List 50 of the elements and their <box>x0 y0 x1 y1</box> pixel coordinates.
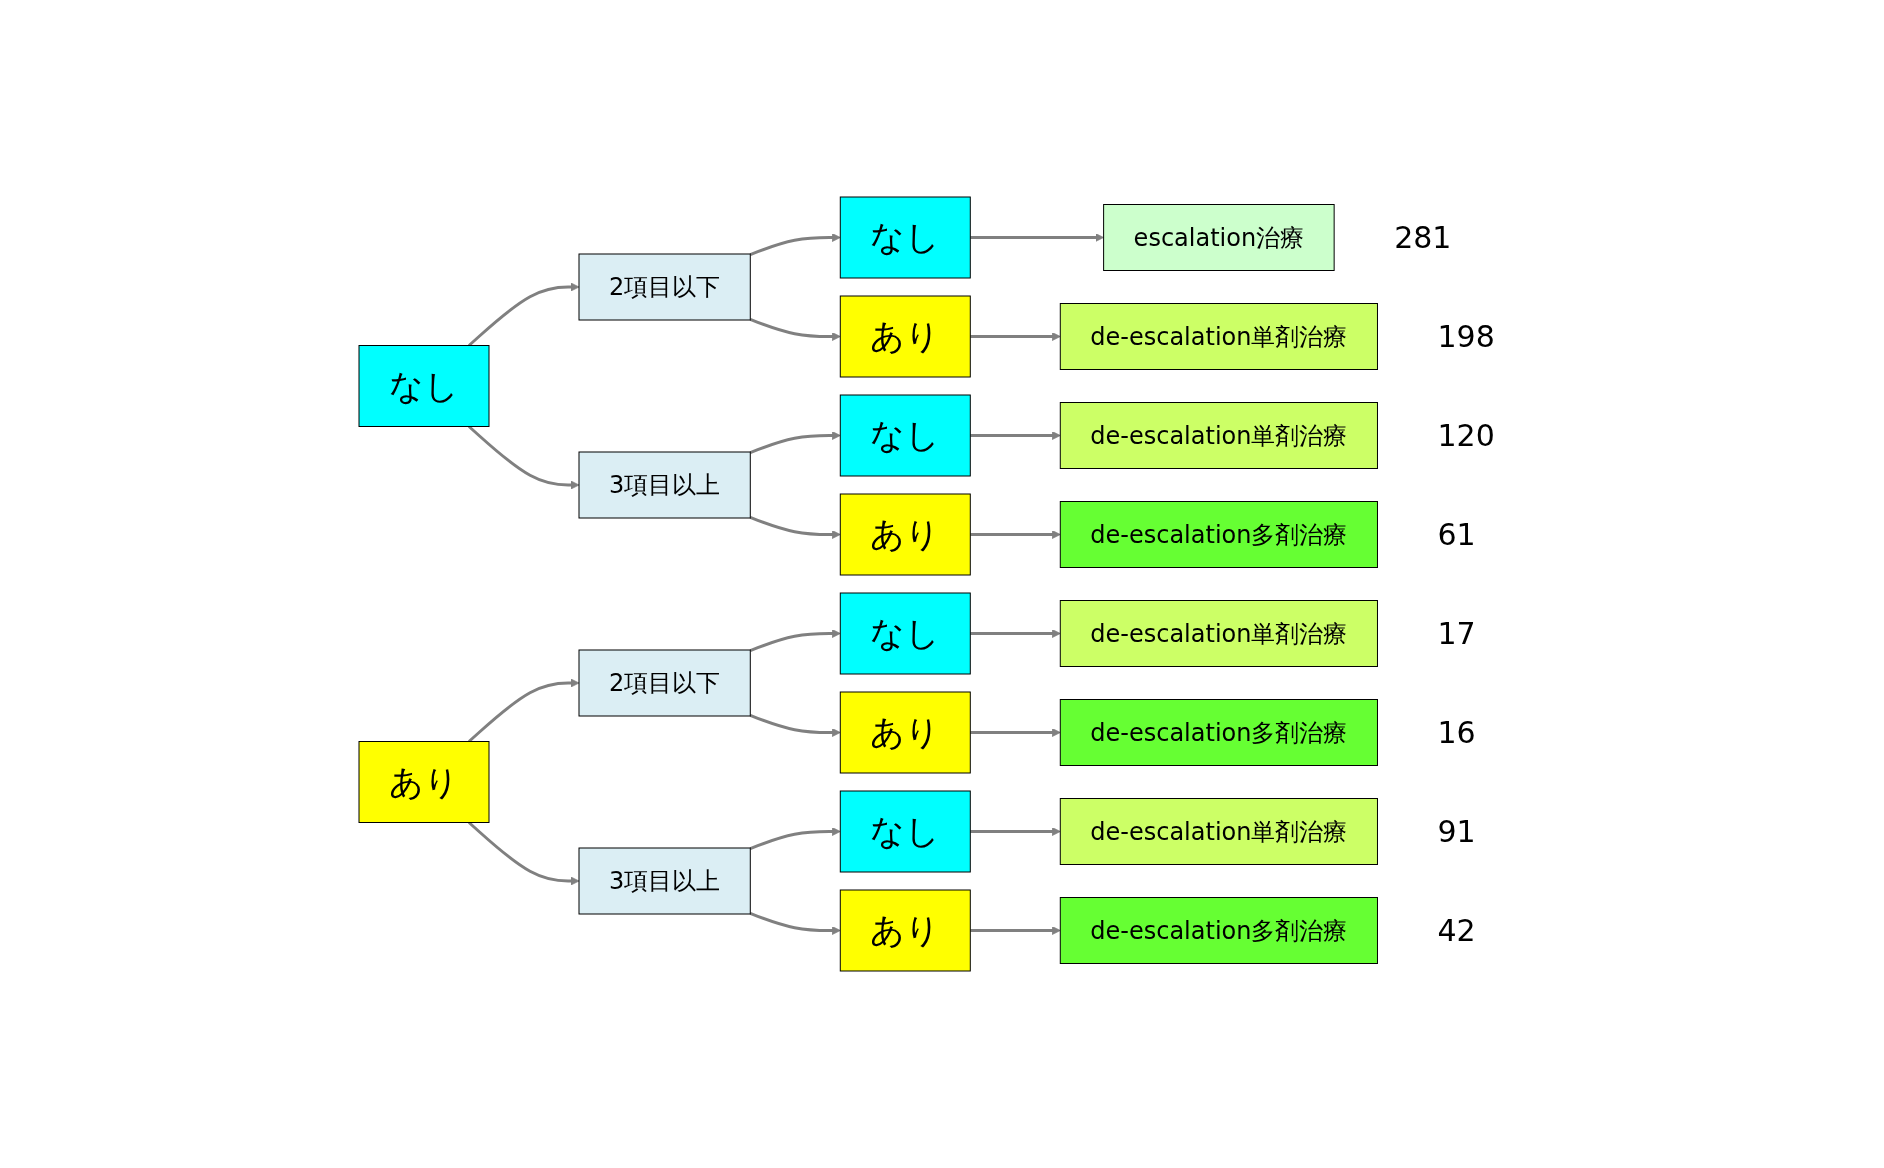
node-label: 61 <box>1437 517 1476 552</box>
node-box: 2項目以下 <box>578 649 751 717</box>
node-box: escalation治療 <box>1103 204 1335 271</box>
node-box: de-escalation単剤治療 <box>1059 600 1379 667</box>
arrow <box>749 233 841 256</box>
arrow <box>970 233 1105 242</box>
node-box: de-escalation単剤治療 <box>1059 303 1379 370</box>
node-box: de-escalation多剤治療 <box>1059 501 1379 568</box>
arrow <box>970 926 1061 935</box>
node-label: 281 <box>1394 220 1452 255</box>
node-box: あり <box>839 493 971 576</box>
node-box: なし <box>358 345 490 427</box>
node-box: なし <box>839 394 971 477</box>
node-label: 91 <box>1437 814 1476 849</box>
arrow <box>970 530 1061 539</box>
arrow <box>970 827 1061 836</box>
arrow <box>970 431 1061 440</box>
node-box: de-escalation多剤治療 <box>1059 897 1379 964</box>
arrow <box>468 678 580 743</box>
node-label: 16 <box>1437 715 1476 750</box>
arrow <box>749 431 841 454</box>
arrow <box>749 827 841 850</box>
node-label: 42 <box>1437 913 1476 948</box>
node-box: あり <box>839 295 971 378</box>
node-label: 120 <box>1437 418 1495 453</box>
arrow <box>749 629 841 652</box>
node-label: 198 <box>1437 319 1495 354</box>
arrow <box>749 516 841 539</box>
node-box: あり <box>839 691 971 774</box>
node-box: 2項目以下 <box>578 253 751 321</box>
arrow <box>749 912 841 935</box>
arrow <box>468 425 580 490</box>
node-box: なし <box>839 196 971 279</box>
node-box: de-escalation単剤治療 <box>1059 402 1379 469</box>
node-box: なし <box>839 592 971 675</box>
node-box: de-escalation単剤治療 <box>1059 798 1379 865</box>
arrow <box>970 728 1061 737</box>
arrow <box>749 714 841 737</box>
arrow <box>970 629 1061 638</box>
node-box: あり <box>839 889 971 972</box>
arrow <box>468 282 580 347</box>
node-label: 17 <box>1437 616 1476 651</box>
node-box: de-escalation多剤治療 <box>1059 699 1379 766</box>
arrow <box>749 318 841 341</box>
node-box: 3項目以上 <box>578 451 751 519</box>
node-box: なし <box>839 790 971 873</box>
arrow <box>970 332 1061 341</box>
arrow <box>468 821 580 886</box>
node-box: あり <box>358 741 490 823</box>
node-box: 3項目以上 <box>578 847 751 915</box>
